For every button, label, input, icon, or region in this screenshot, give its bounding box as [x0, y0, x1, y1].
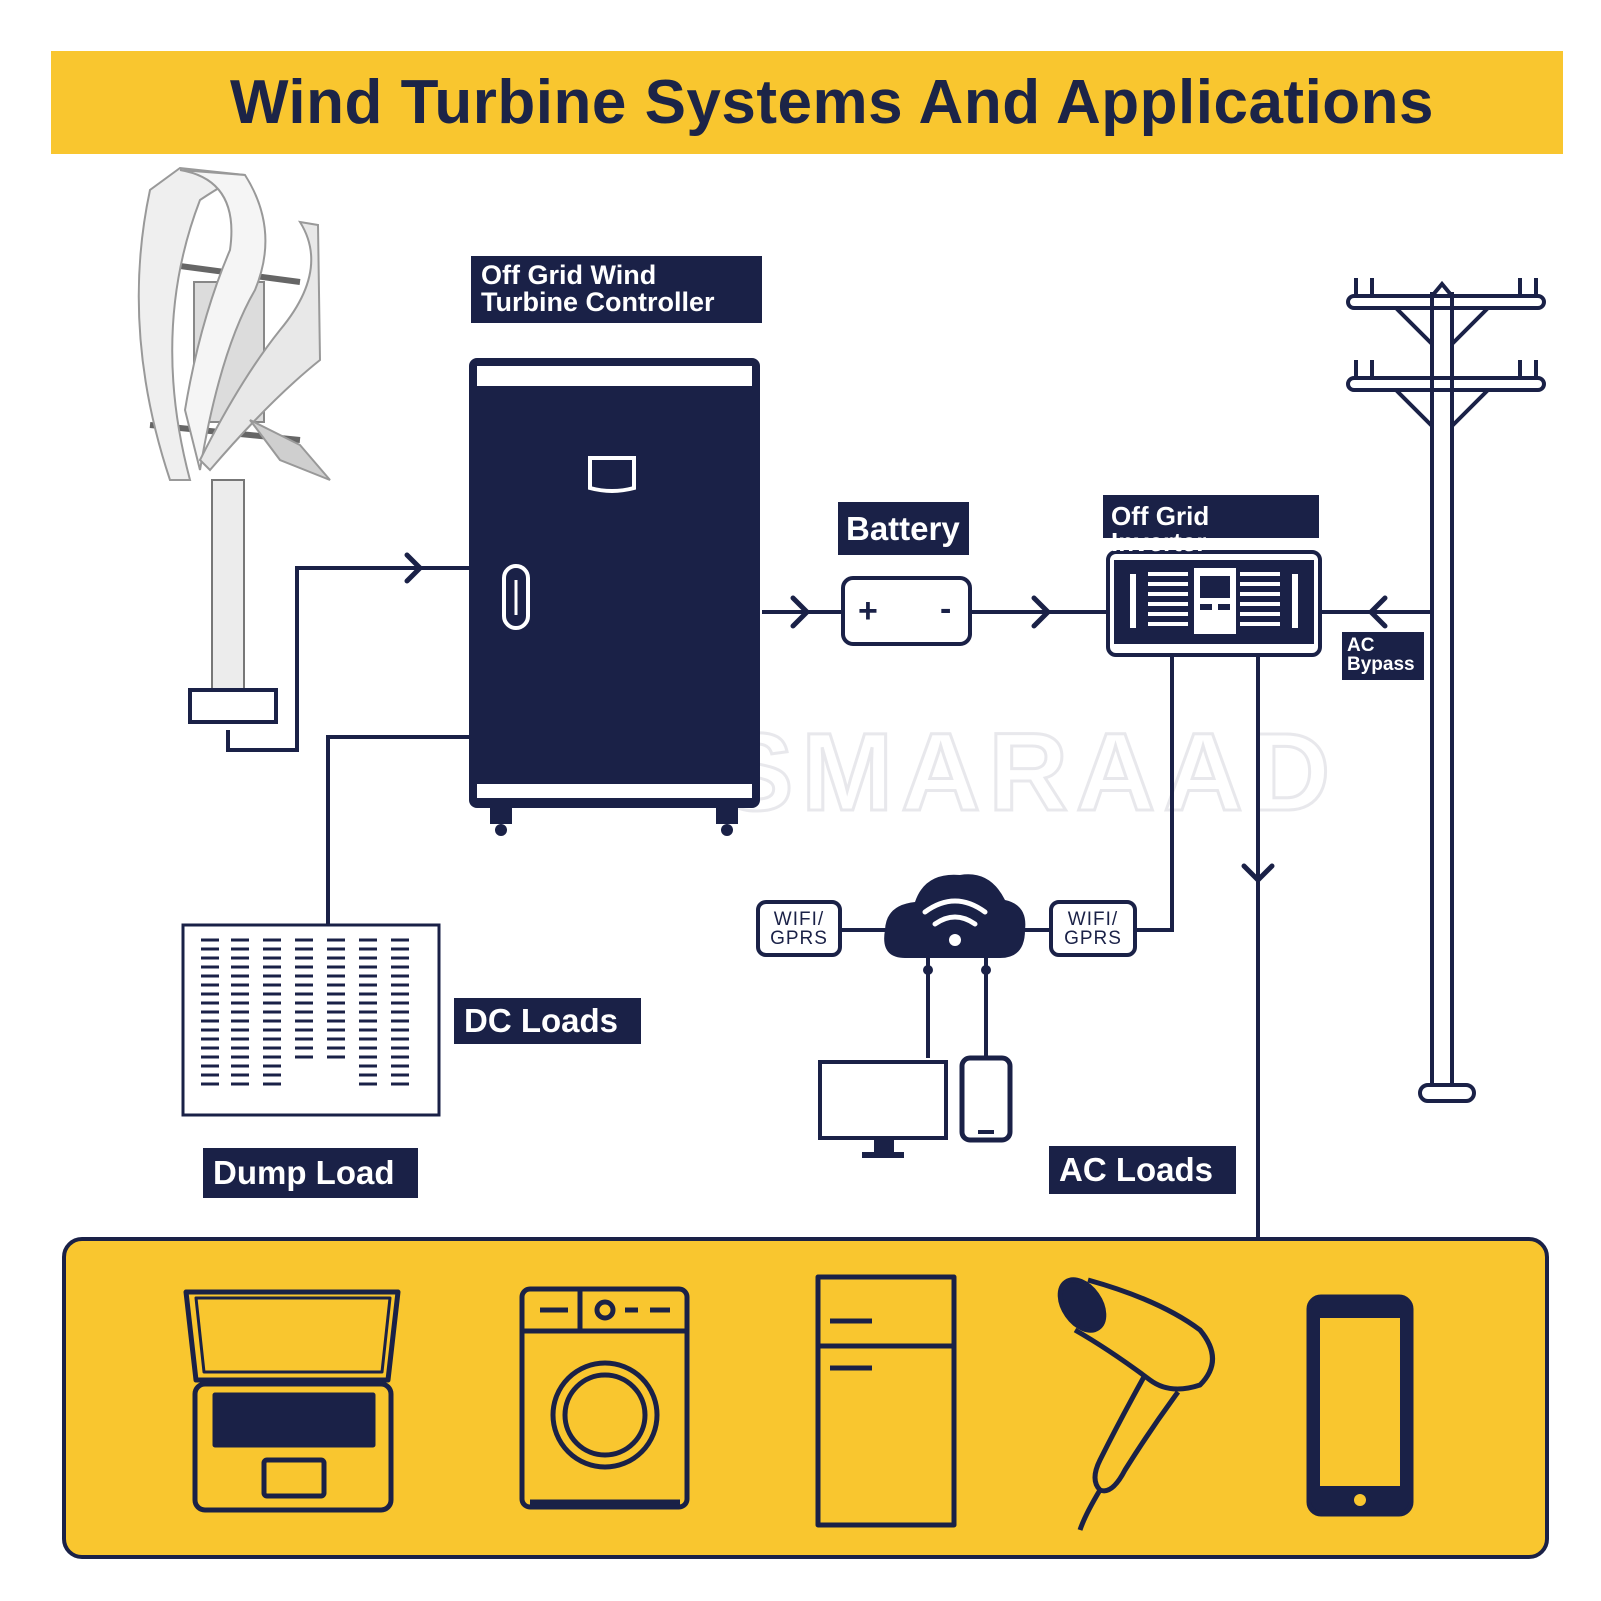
dc-loads-label: DC Loads	[454, 998, 641, 1044]
controller-label: Off Grid Wind Turbine Controller	[471, 256, 762, 323]
inverter-icon	[1106, 550, 1322, 657]
ac-bypass-line1: AC	[1347, 635, 1375, 656]
dump-load-icon	[181, 923, 441, 1117]
controller-label-line2: Turbine Controller	[481, 287, 715, 317]
controller-cabinet-icon	[469, 358, 760, 836]
ac-bypass-label: AC Bypass	[1342, 632, 1424, 680]
controller-label-line1: Off Grid Wind	[481, 260, 657, 290]
arrows	[404, 552, 1388, 883]
phone-icon	[959, 1055, 1013, 1143]
wiring	[226, 566, 1432, 1237]
refrigerator-icon	[815, 1274, 957, 1528]
title-banner: Wind Turbine Systems And Applications	[51, 51, 1563, 154]
arrow-icon	[404, 552, 423, 584]
wire-controller-dumpload	[326, 735, 471, 925]
inverter-label: Off Grid Inverter	[1103, 495, 1319, 555]
wifi-gprs-tag-right: WIFI/ GPRS	[1049, 900, 1137, 957]
cloud-icon	[884, 874, 1026, 1058]
arrow-icon	[1241, 863, 1275, 883]
wifi-tag-right-line1: WIFI/	[1067, 909, 1119, 930]
washing-machine-icon	[519, 1286, 690, 1510]
utility-pole-icon	[1346, 278, 1546, 1103]
battery-label: Battery	[838, 502, 969, 555]
wifi-tag-right-line2: GPRS	[1064, 928, 1122, 949]
arrow-icon	[790, 595, 810, 629]
wifi-tag-left-line1: WIFI/	[773, 909, 825, 930]
wifi-tag-left-line2: GPRS	[770, 928, 828, 949]
ac-loads-label: AC Loads	[1049, 1146, 1236, 1194]
wifi-gprs-tag-left: WIFI/ GPRS	[756, 900, 842, 957]
laptop-icon	[183, 1289, 401, 1513]
arrow-icon	[1368, 595, 1388, 629]
smartphone-icon	[1306, 1294, 1414, 1517]
ac-bypass-line2: Bypass	[1347, 654, 1415, 675]
monitor-icon	[818, 1060, 948, 1158]
wind-turbine-icon	[137, 166, 331, 724]
wifi-icon	[922, 898, 988, 927]
dump-load-label: Dump Load	[203, 1148, 418, 1198]
battery-icon: + -	[841, 576, 972, 646]
battery-plus: +	[858, 592, 878, 630]
arrow-icon	[1031, 595, 1051, 629]
page-title: Wind Turbine Systems And Applications	[229, 68, 1435, 137]
watermark: SMARAAD	[720, 711, 1338, 834]
battery-minus: -	[940, 590, 951, 628]
wire-turbine-controller	[226, 566, 471, 752]
wire-inverter-wifi	[1137, 655, 1174, 932]
hair-dryer-icon	[1057, 1277, 1215, 1531]
